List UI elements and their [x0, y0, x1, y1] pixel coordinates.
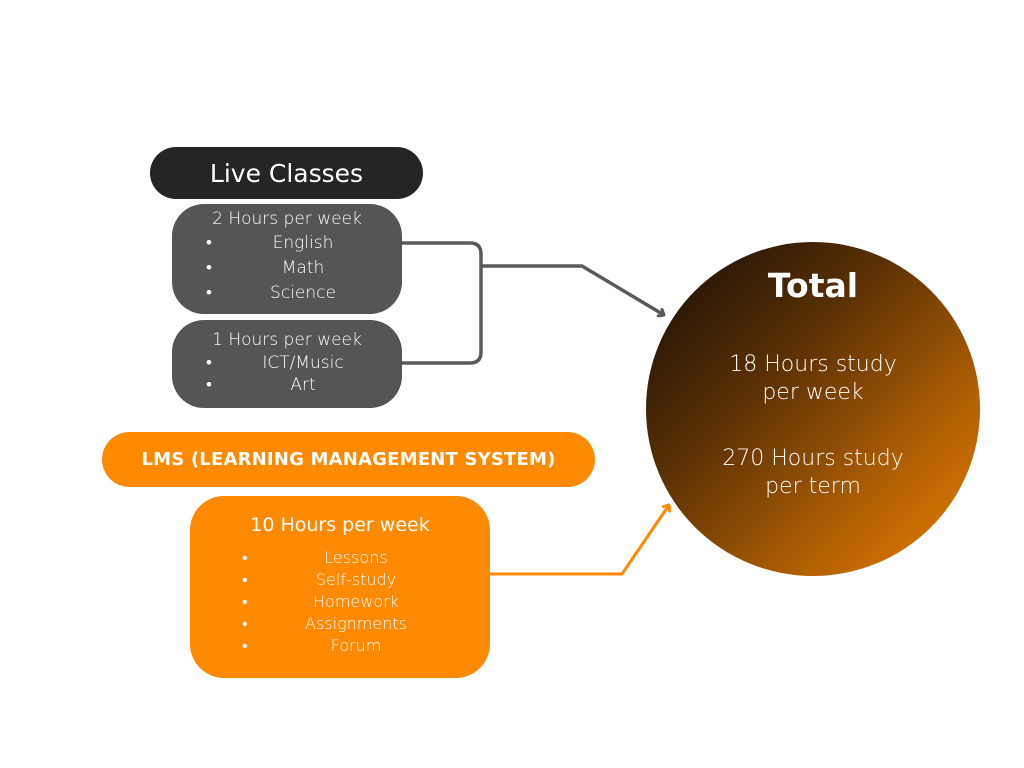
group-heading: 1 Hours per week	[212, 330, 362, 350]
live-classes-arrow	[481, 264, 664, 315]
list-item: Lessons	[190, 547, 490, 569]
list-item: English	[172, 231, 402, 256]
list-item: ICT/Music	[172, 352, 402, 374]
live-classes-group-2h: 2 Hours per week English Math Science	[172, 204, 402, 314]
lms-group: 10 Hours per week Lessons Self-study Hom…	[190, 496, 490, 678]
list-item: Homework	[190, 591, 490, 613]
list-item: Math	[172, 256, 402, 281]
total-weekly: 18 Hours study per week	[646, 351, 980, 407]
list-item: Assignments	[190, 613, 490, 635]
list-item: Self-study	[190, 569, 490, 591]
total-weekly-line2: per week	[762, 380, 864, 405]
total-title: Total	[767, 266, 859, 305]
group-heading: 10 Hours per week	[250, 514, 430, 536]
lms-arrow	[490, 505, 669, 576]
group-heading: 2 Hours per week	[212, 209, 362, 229]
list-item: Science	[172, 281, 402, 306]
total-term-line2: per term	[765, 474, 861, 499]
list-item: Art	[172, 374, 402, 396]
total-term: 270 Hours study per term	[646, 445, 980, 501]
lms-title: LMS (LEARNING MANAGEMENT SYSTEM)	[102, 432, 595, 487]
live-classes-title: Live Classes	[150, 147, 423, 199]
total-term-line1: 270 Hours study	[722, 446, 904, 471]
bracket-connector	[402, 241, 483, 365]
total-weekly-line1: 18 Hours study	[729, 352, 897, 377]
total-circle: Total 18 Hours study per week 270 Hours …	[646, 242, 980, 576]
live-classes-group-1h: 1 Hours per week ICT/Music Art	[172, 320, 402, 408]
list-item: Forum	[190, 635, 490, 657]
